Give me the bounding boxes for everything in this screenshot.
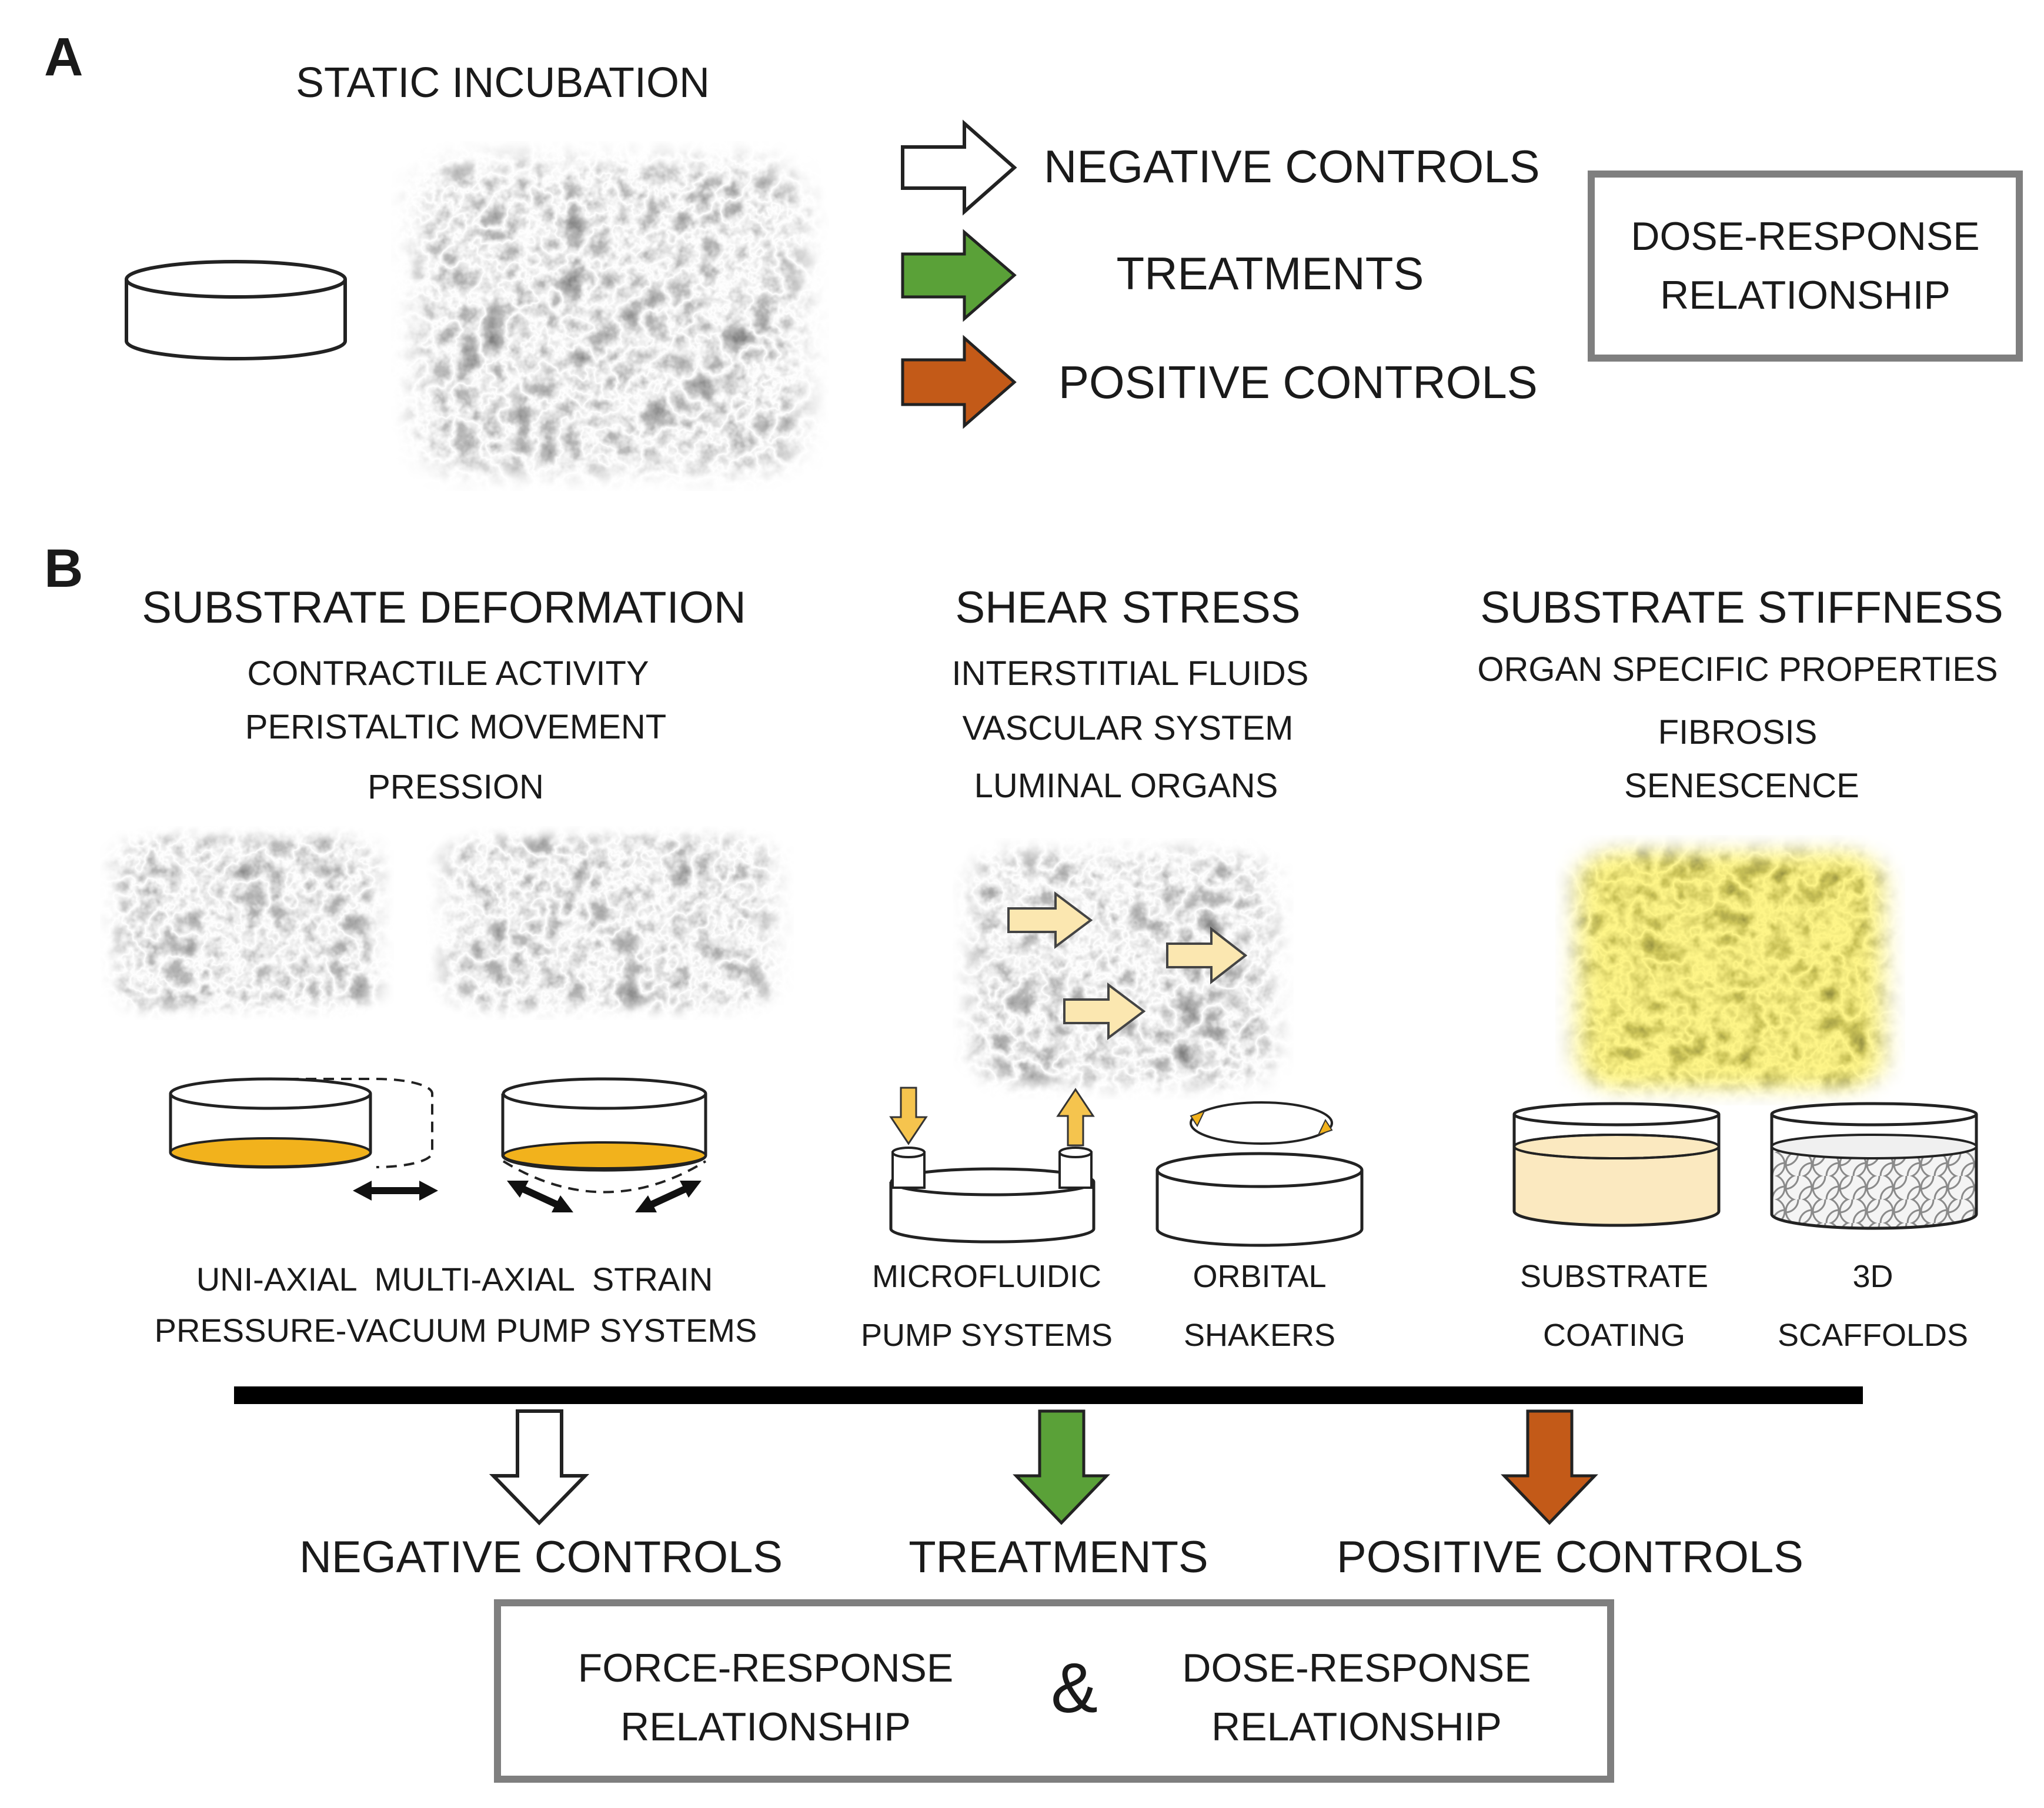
deformation-title: SUBSTRATE DEFORMATION [142, 583, 746, 633]
shear-title: SHEAR STRESS [955, 583, 1301, 633]
multiaxial-arrows-icon [507, 1181, 702, 1212]
negative-control-down-arrow-icon [489, 1409, 590, 1526]
panel-a-outcome-negative: NEGATIVE CONTROLS [1044, 141, 1540, 192]
dose-response-box-line1: DOSE-RESPONSE [1631, 214, 1980, 259]
deformation-example-3: PRESSION [368, 768, 544, 806]
dose-response-box-line2: RELATIONSHIP [1660, 273, 1951, 318]
shear-example-2: VASCULAR SYSTEM [962, 709, 1294, 747]
stiffness-device-right-line1: 3D [1852, 1259, 1893, 1294]
deformation-caption-line1: UNI-AXIAL MULTI-AXIAL STRAIN [196, 1261, 713, 1298]
multiaxial-strain-dish-icon [501, 1077, 707, 1194]
panel-a-outcome-treatments: TREATMENTS [1116, 248, 1424, 299]
panel-a-label: A [44, 27, 84, 87]
microfluidic-pump-icon [889, 1147, 1096, 1244]
dose-response-text: DOSE-RESPONSE RELATIONSHIP [1089, 1639, 1624, 1756]
panel-b-outcome-negative: NEGATIVE CONTROLS [299, 1532, 783, 1582]
static-incubation-title: STATIC INCUBATION [295, 59, 710, 106]
treatment-down-arrow-icon [1013, 1409, 1110, 1525]
dose-response-box: DOSE-RESPONSE RELATIONSHIP [1588, 171, 2023, 362]
force-response-line2: RELATIONSHIP [620, 1705, 911, 1749]
stiffness-example-3: SENESCENCE [1624, 767, 1859, 805]
inflow-arrow-icon [889, 1087, 928, 1145]
shear-device-left-line1: MICROFLUIDIC [872, 1259, 1101, 1294]
dose-response-line1: DOSE-RESPONSE [1182, 1646, 1531, 1690]
deformation-example-2: PERISTALTIC MOVEMENT [245, 708, 667, 746]
stiffness-device-left-line1: SUBSTRATE [1519, 1259, 1709, 1294]
panel-b-label: B [44, 539, 84, 599]
force-dose-response-box: FORCE-RESPONSE RELATIONSHIP & DOSE-RESPO… [494, 1599, 1614, 1783]
deformation-example-1: CONTRACTILE ACTIVITY [247, 654, 649, 693]
stiffness-title: SUBSTRATE STIFFNESS [1480, 583, 2003, 633]
deformation-micrograph-right [426, 826, 794, 1020]
shear-device-left-line2: PUMP SYSTEMS [860, 1318, 1113, 1353]
scaffold-dish-icon [1770, 1102, 1978, 1230]
outflow-arrow-icon [1056, 1088, 1095, 1147]
orbital-shaker-icon [1155, 1101, 1364, 1247]
static-dish-icon [125, 260, 347, 360]
positive-control-arrow-icon [901, 335, 1017, 429]
shear-device-right-line1: ORBITAL [1193, 1259, 1327, 1294]
merge-bar [234, 1386, 1863, 1404]
force-response-line1: FORCE-RESPONSE [577, 1646, 954, 1690]
treatment-arrow-icon [901, 229, 1017, 322]
stiffness-micrograph [1555, 835, 1905, 1105]
stiffness-example-1: ORGAN SPECIFIC PROPERTIES [1477, 650, 1998, 689]
negative-control-arrow-icon [901, 119, 1017, 216]
deformation-caption-line2: PRESSURE-VACUUM PUMP SYSTEMS [154, 1312, 757, 1349]
stiffness-device-right-line2: SCAFFOLDS [1777, 1318, 1969, 1353]
substrate-coating-dish-icon [1512, 1102, 1721, 1227]
shear-micrograph [953, 838, 1294, 1099]
deformation-micrograph-left [100, 826, 394, 1020]
force-response-text: FORCE-RESPONSE RELATIONSHIP [501, 1639, 1030, 1756]
shear-example-1: INTERSTITIAL FLUIDS [951, 654, 1309, 693]
static-cell-micrograph [391, 141, 829, 491]
stiffness-device-left-line2: COATING [1543, 1318, 1685, 1353]
flow-arrow-icon [1007, 891, 1248, 1040]
positive-control-down-arrow-icon [1501, 1409, 1598, 1525]
panel-b-outcome-treatments: TREATMENTS [909, 1532, 1208, 1582]
ampersand: & [1050, 1649, 1098, 1727]
shear-device-right-line2: SHAKERS [1183, 1318, 1336, 1353]
stiffness-example-2: FIBROSIS [1658, 713, 1818, 751]
panel-b-outcome-positive: POSITIVE CONTROLS [1337, 1532, 1803, 1582]
panel-a-outcome-positive: POSITIVE CONTROLS [1058, 356, 1538, 408]
uniaxial-double-arrow-icon [353, 1181, 438, 1201]
dose-response-line2: RELATIONSHIP [1211, 1705, 1502, 1749]
shear-example-3: LUMINAL ORGANS [974, 767, 1278, 805]
uniaxial-strain-dish-icon [169, 1077, 433, 1169]
